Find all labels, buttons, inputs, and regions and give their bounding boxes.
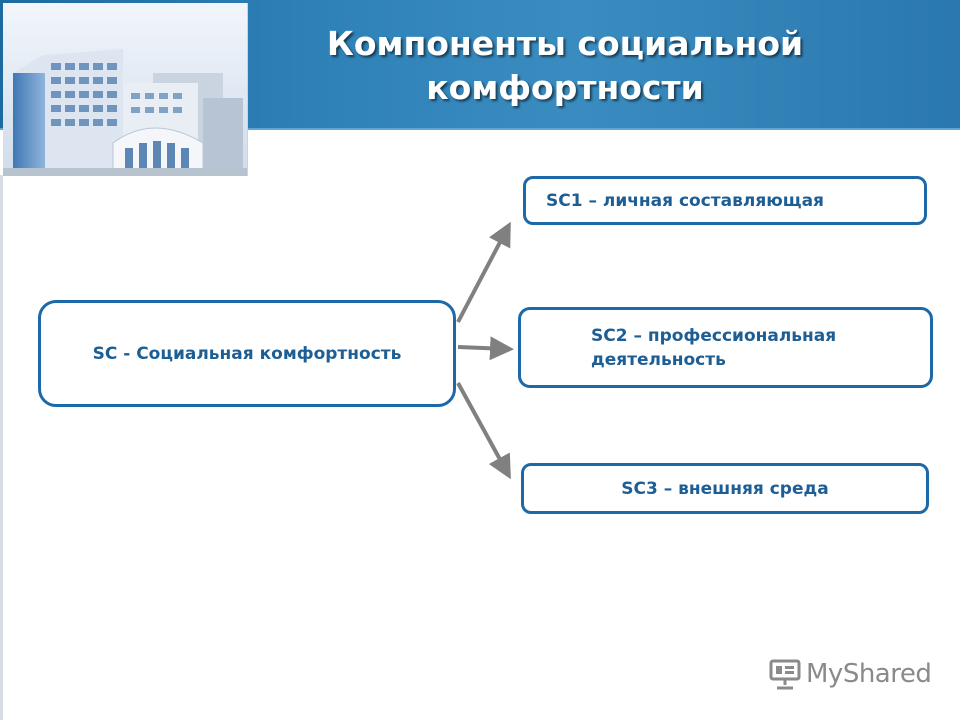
arrow-to-sc3 bbox=[456, 382, 511, 480]
arrow-to-sc1 bbox=[456, 221, 511, 323]
myshared-logo: MyShared bbox=[768, 654, 932, 694]
root-node-label: SC - Социальная комфортность bbox=[92, 343, 402, 364]
component-node-label: SC2 – профессиональная деятельность bbox=[591, 325, 837, 370]
building-photo bbox=[3, 3, 248, 176]
component-node-sc3: SC3 – внешняя среда bbox=[521, 463, 929, 514]
component-node-label: SC1 – личная составляющая bbox=[546, 190, 824, 211]
slide-title: Компоненты социальной комфортности bbox=[326, 24, 804, 107]
left-border-line bbox=[0, 175, 3, 720]
logo-text: MyShared bbox=[806, 659, 932, 689]
arrow-to-sc2 bbox=[457, 336, 514, 361]
projector-screen-icon bbox=[769, 659, 801, 690]
component-node-sc1: SC1 – личная составляющая bbox=[523, 176, 927, 225]
root-node: SC - Социальная комфортность bbox=[38, 300, 456, 407]
component-node-label: SC3 – внешняя среда bbox=[621, 478, 829, 499]
component-node-sc2: SC2 – профессиональная деятельность bbox=[518, 307, 933, 388]
building-illustration bbox=[3, 3, 247, 176]
